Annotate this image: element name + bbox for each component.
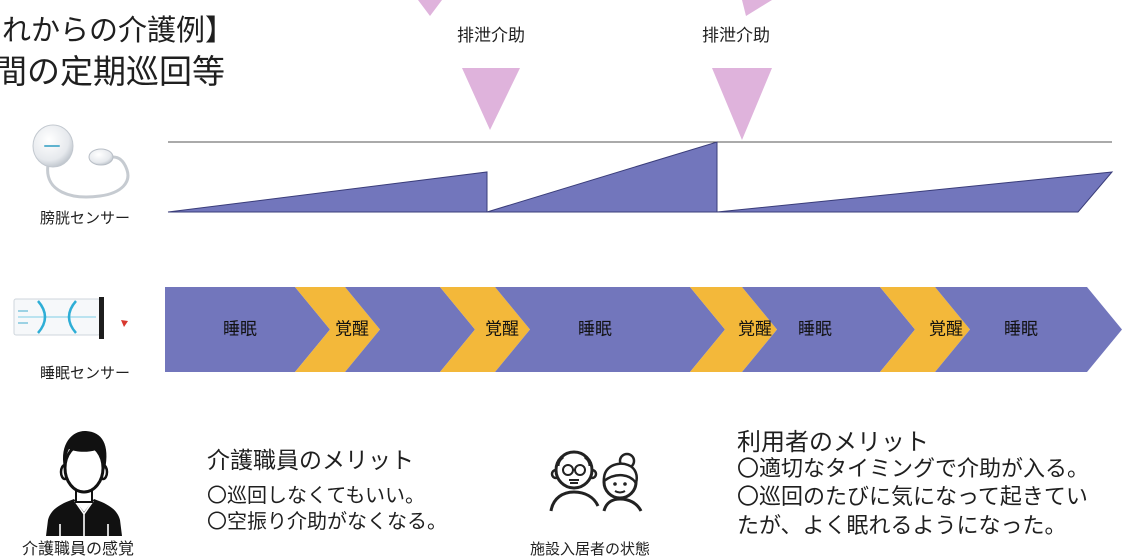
sleep-state-label: 覚醒 xyxy=(485,320,519,340)
sleep-band-segment xyxy=(742,287,915,372)
sleep-band-segment xyxy=(880,287,970,372)
sleep-state-label: 覚醒 xyxy=(738,320,772,340)
care-worker-caption: 介護職員の感覚 xyxy=(22,539,135,558)
staff-merit-item: 〇巡回しなくてもいい。 xyxy=(207,483,425,507)
bladder-sensor-caption: 膀胱センサー xyxy=(40,209,131,227)
woman-mouth xyxy=(614,490,626,494)
woman-shoulders xyxy=(602,497,643,512)
bladder-fill-ramp xyxy=(167,171,488,213)
excretion-event-marker xyxy=(712,68,772,140)
excretion-event-marker-partial xyxy=(742,0,772,16)
resident-merit-line: たが、よく眠れるようになった。 xyxy=(737,514,1067,539)
sleep-band-segment xyxy=(165,287,330,372)
excretion-event-label: 排泄介助 xyxy=(457,26,525,46)
sleep-state-label: 睡眠 xyxy=(1004,320,1038,340)
slide-title-line-1: れからの介護例】 xyxy=(2,13,235,47)
sleep-band-segment xyxy=(935,287,1122,372)
man-hair xyxy=(556,455,592,467)
sleep-state-label: 睡眠 xyxy=(223,320,257,340)
sleep-band-labels: 睡眠 覚醒 覚醒 睡眠 覚醒 睡眠 覚醒 睡眠 xyxy=(223,320,1038,340)
staff-merit-heading: 介護職員のメリット xyxy=(207,448,414,474)
care-worker-icon xyxy=(46,430,122,536)
bladder-sensor-icon xyxy=(32,124,130,199)
elderly-residents-icon xyxy=(549,450,643,512)
woman-hair xyxy=(602,462,638,486)
sleep-band-segment xyxy=(295,287,380,372)
excretion-event-marker xyxy=(462,68,520,130)
bladder-fill-ramp xyxy=(716,171,1114,213)
pad-connector xyxy=(99,297,104,339)
sensor-probe xyxy=(88,148,114,166)
sleep-state-label: 覚醒 xyxy=(929,320,963,340)
resident-merit-line: 〇適切なタイミングで介助が入る。 xyxy=(737,457,1090,482)
woman-eye xyxy=(613,482,617,486)
pad-mark xyxy=(18,310,28,324)
bladder-level-chart xyxy=(167,141,1114,213)
man-shoulders xyxy=(549,490,600,512)
excretion-event-label: 排泄介助 xyxy=(702,26,770,46)
sleep-sensor-icon xyxy=(13,297,128,339)
worker-collar xyxy=(59,500,109,536)
woman-eye xyxy=(623,482,627,486)
sleep-band-segment xyxy=(495,287,725,372)
sleep-band xyxy=(165,287,1122,372)
man-mouth xyxy=(569,479,579,484)
slide-title-line-2: 間の定期巡回等 xyxy=(0,52,225,91)
sleep-state-label: 睡眠 xyxy=(798,320,832,340)
resident-merit-heading: 利用者のメリット xyxy=(737,428,929,456)
worker-hair xyxy=(63,430,107,470)
sleep-band-segment xyxy=(690,287,777,372)
bladder-fill-ramp xyxy=(486,141,718,213)
sleep-state-label: 睡眠 xyxy=(578,320,612,340)
staff-merit-item: 〇空振り介助がなくなる。 xyxy=(207,509,447,533)
pad-wave xyxy=(67,300,77,334)
sleep-state-label: 覚醒 xyxy=(335,320,369,340)
resident-merit-line: 〇巡回のたびに気になって起きてい xyxy=(737,485,1088,510)
sensor-cable xyxy=(46,155,130,199)
resident-caption: 施設入居者の状態 xyxy=(530,540,651,558)
red-pointer-icon xyxy=(121,320,128,327)
excretion-event-marker-partial xyxy=(418,0,442,16)
sleep-band-segment xyxy=(345,287,475,372)
pad-wave xyxy=(37,300,47,334)
sleep-sensor-caption: 睡眠センサー xyxy=(40,364,131,382)
sleep-band-segment xyxy=(440,287,530,372)
